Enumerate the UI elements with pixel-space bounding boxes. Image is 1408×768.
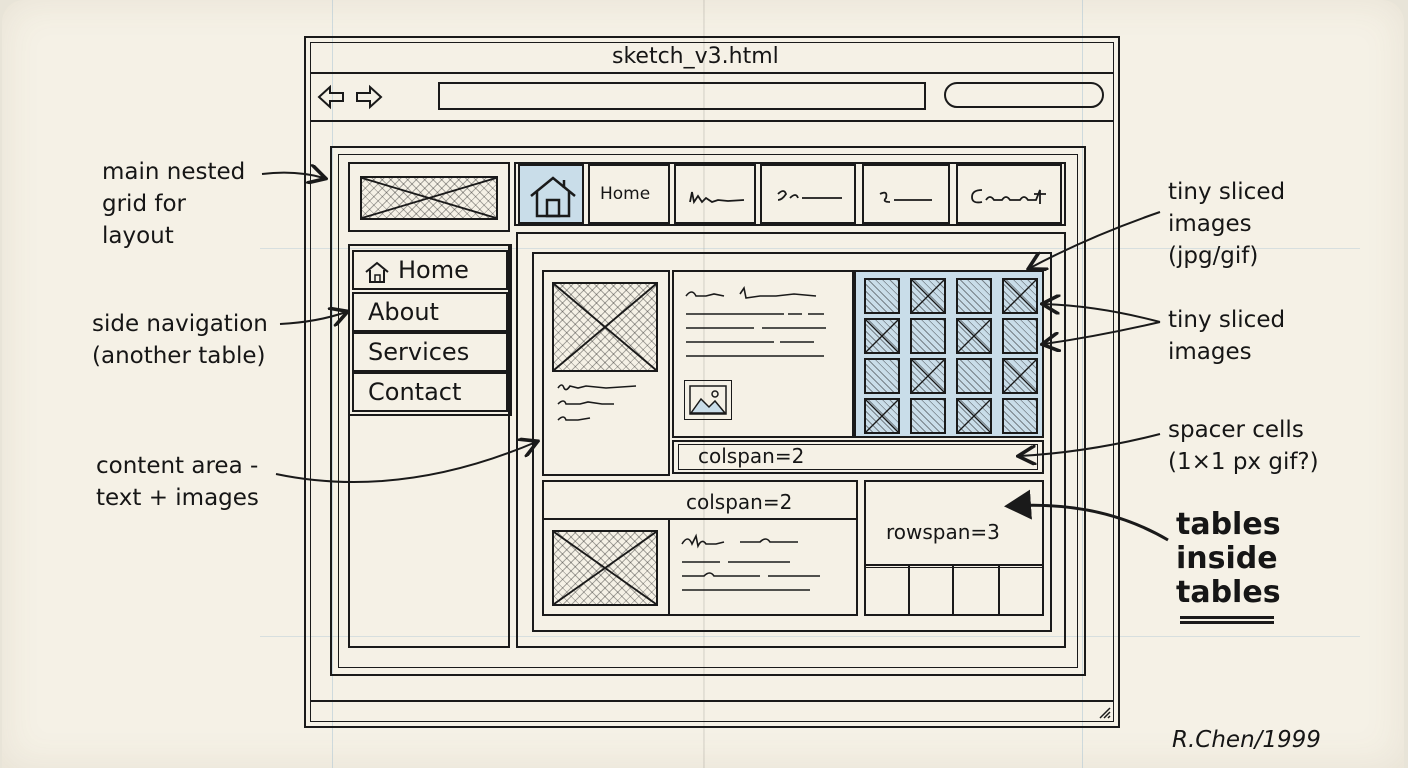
annotation-spacer-cells: spacer cells (1×1 px gif?) [1168,417,1319,475]
resize-grip-icon[interactable] [1098,706,1112,720]
sliced-image-tile [1002,358,1038,394]
guide-line [1082,0,1083,768]
sliced-image-tile [956,358,992,394]
rowspan-cell-divider [952,566,954,616]
top-nav-link-4[interactable] [862,164,950,224]
sliced-image-tile [864,358,900,394]
side-nav-about-label: About [368,298,439,326]
scribbled-label [689,191,745,205]
image-placeholder [552,282,658,372]
logo-image-placeholder [360,176,498,220]
annotation-tiny-sliced-2: tiny sliced images [1168,307,1286,365]
main-grid-table-inner [338,154,1078,668]
rowspan-divider [864,564,1044,568]
title-bar-divider [310,72,1114,74]
sliced-image-tile [1002,318,1038,354]
side-nav-home[interactable]: Home [352,250,508,290]
sliced-image-tile [956,278,992,314]
annotation-content-area: content area - text + images [96,453,259,511]
image-placeholder [552,530,658,606]
spacer-cell [678,444,1038,470]
browser-window-inner [310,42,1114,722]
sliced-image-tile [956,318,992,354]
sliced-image-tile [1002,278,1038,314]
rowspan-cell-divider [908,566,910,616]
signature: R.Chen/1999 [1172,727,1321,753]
scribbled-label [971,189,1046,204]
top-nav-home-cell[interactable] [518,164,584,224]
guide-line [260,636,1360,637]
side-nav-contact[interactable]: Contact [352,372,508,412]
annotation-main-grid: main nested grid for layout [102,159,246,249]
annotation-tables-inside-tables: tables inside tables [1176,507,1281,610]
sliced-image-tile [864,278,900,314]
rowspan-label: rowspan=3 [886,520,1000,544]
top-nav-table [514,162,1066,226]
sliced-image-tile [910,358,946,394]
image-text-cell [542,270,670,476]
side-nav-about[interactable]: About [352,292,508,332]
side-nav-services-label: Services [368,338,470,366]
side-nav-contact-label: Contact [368,378,462,406]
rowspan-block [864,480,1044,616]
guide-line [260,248,1360,249]
text-scribble [685,285,826,357]
forward-button[interactable] [354,84,384,110]
main-grid-table [330,146,1086,676]
side-nav-home-label: Home [398,256,469,284]
toolbar-divider [310,120,1114,122]
picture-icon [689,385,727,415]
address-bar[interactable] [438,82,926,110]
sliced-image-tile [910,398,946,434]
top-nav-home-label: Home [600,184,651,204]
top-nav-home-link[interactable]: Home [588,164,670,224]
colspan-block-divider [542,518,858,520]
window-title: sketch_v3.html [612,44,779,69]
content-outer-table [516,232,1066,648]
page-crease [703,0,705,768]
sliced-image-tile [956,398,992,434]
double-underline [1180,616,1274,624]
annotation-side-navigation: side navigation (another table) [92,311,268,369]
sliced-image-tile [910,278,946,314]
colspan-label-2: colspan=2 [686,490,793,514]
browser-window [304,36,1120,728]
small-image-thumbnail [684,380,732,420]
colspan-label-1: colspan=2 [698,444,805,468]
sliced-images-table [854,270,1044,438]
arrow-right-icon [356,84,383,110]
colspan-block-column-divider [668,518,670,616]
text-cell [672,270,854,438]
sliced-image-tile [864,318,900,354]
search-field[interactable] [944,82,1104,108]
scribbled-label [879,191,932,203]
logo-cell [348,162,510,232]
spacer-row [672,440,1044,474]
top-nav-link-2[interactable] [674,164,756,224]
scribbled-label [777,190,842,201]
sliced-image-tile [864,398,900,434]
annotation-tiny-sliced-1: tiny sliced images (jpg/gif) [1168,179,1286,269]
side-nav-table [348,244,512,416]
side-nav-services[interactable]: Services [352,332,508,372]
house-icon [365,261,389,283]
guide-line [332,0,333,768]
sliced-image-tile [910,318,946,354]
text-scribble [681,533,820,591]
back-button[interactable] [316,84,346,110]
arrow-left-icon [317,84,344,110]
top-nav-link-3[interactable] [760,164,856,224]
house-icon [530,176,576,218]
top-nav-link-5[interactable] [956,164,1062,224]
rowspan-cell-divider [998,566,1000,616]
sliced-image-tile [1002,398,1038,434]
status-bar-divider [310,700,1114,702]
colspan-block [542,480,858,616]
text-scribble [557,384,637,421]
